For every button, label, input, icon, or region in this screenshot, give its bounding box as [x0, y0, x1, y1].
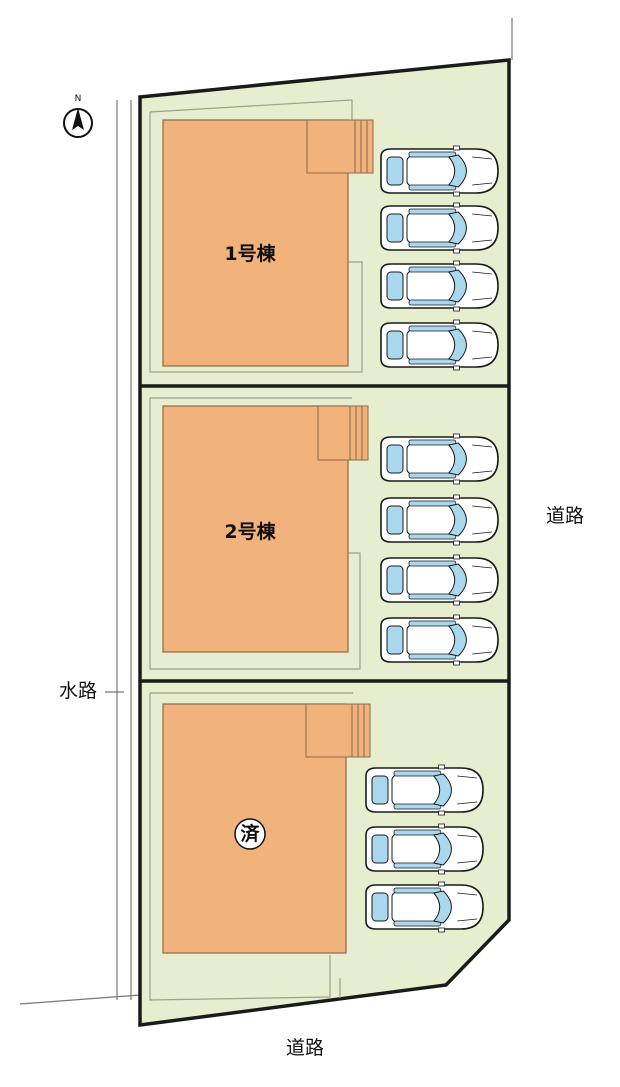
- waterway-lines: [105, 100, 132, 1000]
- parking-lot-2: [380, 433, 499, 666]
- house-label: 2号棟: [224, 520, 276, 543]
- house-2: 2号棟: [162, 405, 369, 653]
- house-label: 1号棟: [224, 242, 276, 265]
- car-icon: [365, 764, 484, 816]
- entrance-steps: [306, 119, 374, 174]
- compass-letter: N: [75, 94, 82, 104]
- house-label: 済: [240, 822, 260, 845]
- inner-setback-lines: [149, 99, 363, 1001]
- car-icon: [380, 433, 499, 485]
- parking-spaces: [365, 145, 499, 933]
- house-1: 1号棟: [162, 119, 374, 367]
- car-icon: [380, 614, 499, 666]
- house-3: 済: [162, 703, 371, 954]
- house-footprint: [162, 405, 349, 653]
- parking-lot-1: [380, 145, 499, 371]
- parking-lot-3: [365, 764, 484, 933]
- entrance-steps: [317, 405, 369, 461]
- road-south-label: 道路: [286, 1037, 324, 1059]
- road-east-label: 道路: [546, 505, 584, 527]
- car-icon: [380, 145, 499, 197]
- car-icon: [380, 554, 499, 606]
- car-icon: [365, 823, 484, 875]
- car-icon: [365, 881, 484, 933]
- car-icon: [380, 260, 499, 312]
- car-icon: [380, 319, 499, 371]
- car-icon: [380, 494, 499, 546]
- sold-mark-circle: [234, 818, 266, 850]
- car-icon: [380, 202, 499, 254]
- road-edges: [19, 18, 513, 1005]
- waterway-label: 水路: [59, 680, 97, 702]
- entrance-steps: [305, 703, 371, 758]
- north-compass-icon: N: [63, 94, 93, 138]
